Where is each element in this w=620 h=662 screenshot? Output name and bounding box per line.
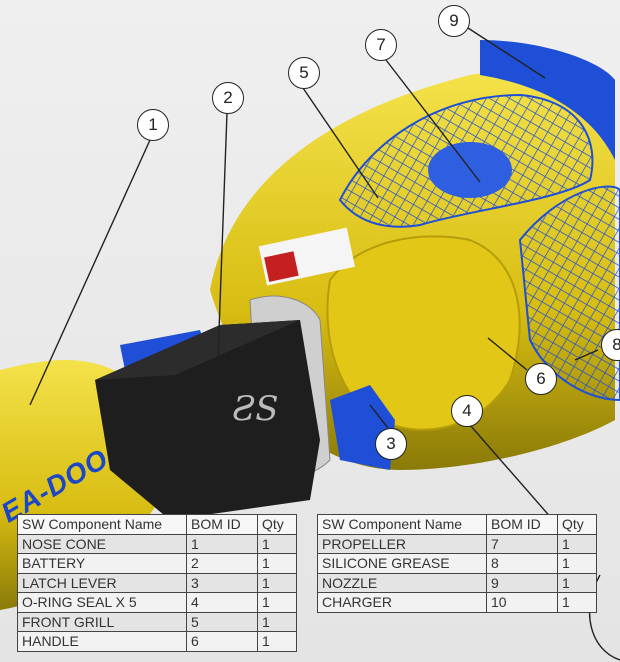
callout-6: 6 [525, 363, 557, 395]
cell-qty: 1 [557, 533, 597, 554]
cell-qty: 1 [257, 611, 297, 632]
col-header-name: SW Component Name [317, 514, 487, 535]
cell-qty: 1 [257, 533, 297, 554]
cell-name: HANDLE [17, 631, 187, 652]
col-header-qty: Qty [557, 514, 597, 535]
cell-qty: 1 [257, 592, 297, 613]
callout-5: 5 [288, 57, 320, 89]
ds-logo: ƧS [232, 389, 279, 429]
cell-bom-id: 10 [486, 592, 558, 613]
cell-bom-id: 8 [486, 553, 558, 574]
table-header-row: SW Component Name BOM ID Qty [317, 514, 597, 535]
cell-name: SILICONE GREASE [317, 553, 487, 574]
col-header-bom-id: BOM ID [186, 514, 258, 535]
cell-qty: 1 [257, 572, 297, 593]
nozzle [480, 40, 615, 160]
cell-name: LATCH LEVER [17, 572, 187, 593]
cell-name: BATTERY [17, 553, 187, 574]
cell-bom-id: 4 [186, 592, 258, 613]
cell-bom-id: 2 [186, 553, 258, 574]
cell-name: O-RING SEAL X 5 [17, 592, 187, 613]
callout-1: 1 [137, 109, 169, 141]
cell-qty: 1 [557, 592, 597, 613]
callout-4: 4 [451, 395, 483, 427]
cell-bom-id: 1 [186, 533, 258, 554]
cell-bom-id: 3 [186, 572, 258, 593]
cell-bom-id: 9 [486, 572, 558, 593]
callout-7: 7 [365, 29, 397, 61]
col-header-bom-id: BOM ID [486, 514, 558, 535]
cell-bom-id: 7 [486, 533, 558, 554]
cell-bom-id: 6 [186, 631, 258, 652]
cell-name: NOZZLE [317, 572, 487, 593]
callout-2: 2 [212, 82, 244, 114]
cell-qty: 1 [557, 572, 597, 593]
leader-lines [29, 27, 620, 661]
callout-3: 3 [375, 428, 407, 460]
cell-name: CHARGER [317, 592, 487, 613]
cell-name: PROPELLER [317, 533, 487, 554]
table-header-row: SW Component Name BOM ID Qty [17, 514, 297, 535]
cell-qty: 1 [557, 553, 597, 574]
cell-bom-id: 5 [186, 611, 258, 632]
cell-name: NOSE CONE [17, 533, 187, 554]
callout-9: 9 [438, 5, 470, 37]
col-header-name: SW Component Name [17, 514, 187, 535]
col-header-qty: Qty [257, 514, 297, 535]
cell-qty: 1 [257, 553, 297, 574]
cell-name: FRONT GRILL [17, 611, 187, 632]
cell-qty: 1 [257, 631, 297, 652]
